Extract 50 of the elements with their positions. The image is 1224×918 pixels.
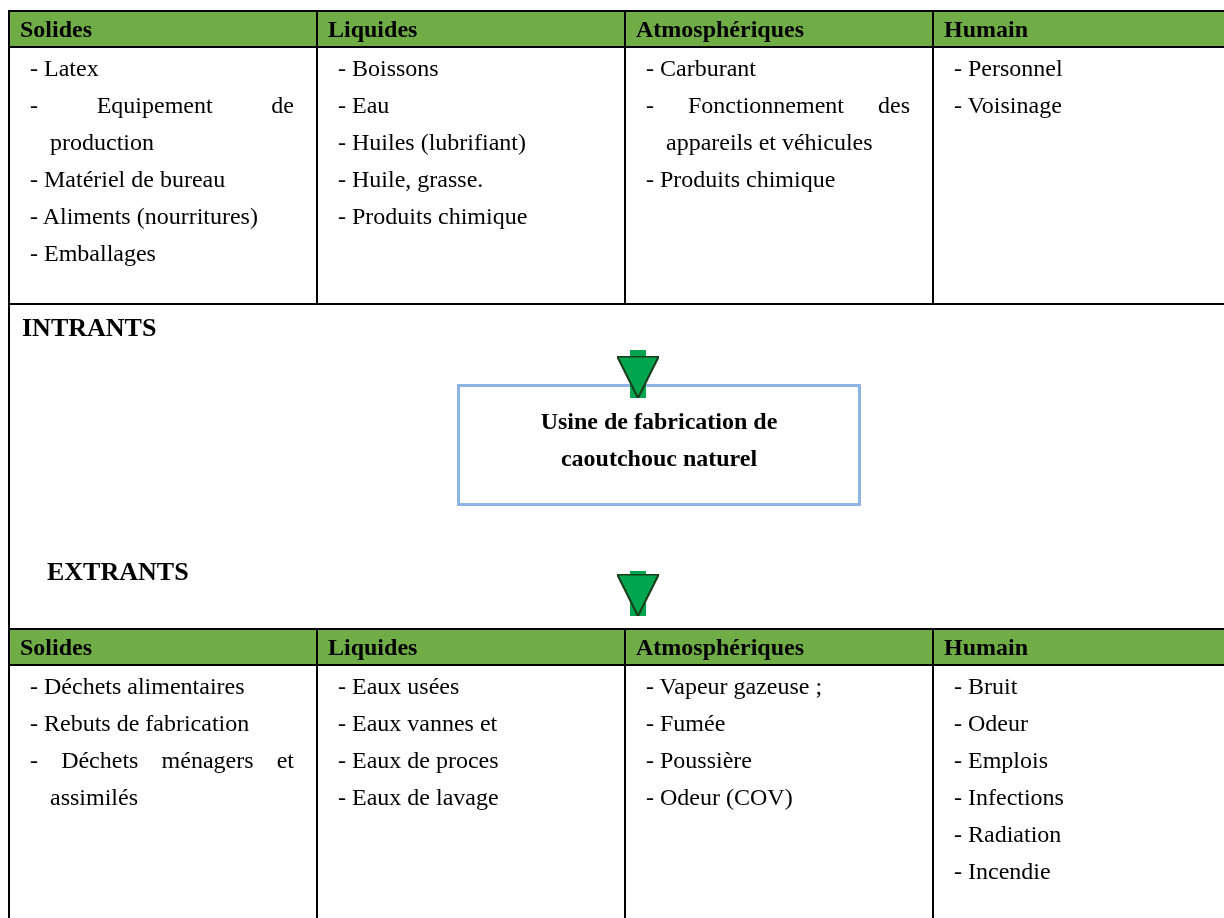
list-item: - Emballages bbox=[29, 239, 157, 268]
list-item: - Huile, grasse. bbox=[337, 165, 485, 194]
column-header: Solides bbox=[10, 12, 316, 48]
table-column bbox=[316, 10, 626, 305]
list-item: - Incendie bbox=[953, 857, 1052, 886]
list-item: - Boissons bbox=[337, 54, 440, 83]
list-item: - Déchets ménagers et assimilés bbox=[29, 746, 295, 812]
block-arrow bbox=[616, 571, 660, 618]
list-item: - Emplois bbox=[953, 746, 1049, 775]
list-item: - Carburant bbox=[645, 54, 757, 83]
process-box bbox=[457, 384, 861, 506]
list-item: - Vapeur gazeuse ; bbox=[645, 672, 824, 701]
list-item: - Radiation bbox=[953, 820, 1063, 849]
table-column bbox=[8, 10, 318, 305]
list-item: - Eaux vannes et bbox=[337, 709, 499, 738]
column-header: Solides bbox=[10, 630, 316, 666]
list-item: - Déchets alimentaires bbox=[29, 672, 246, 701]
list-item: - Eaux de proces bbox=[337, 746, 500, 775]
list-item: - Fonctionnement des appareils et véhicules bbox=[645, 91, 911, 157]
list-item: - Huiles (lubrifiant) bbox=[337, 128, 527, 157]
section-heading: EXTRANTS bbox=[47, 556, 189, 588]
list-item: - Produits chimique bbox=[337, 202, 529, 231]
list-item: - Infections bbox=[953, 783, 1065, 812]
list-item: - Matériel de bureau bbox=[29, 165, 227, 194]
column-header: Atmosphériques bbox=[626, 12, 932, 48]
block-arrow bbox=[616, 350, 660, 400]
list-item: - Rebuts de fabrication bbox=[29, 709, 251, 738]
list-item: - Poussière bbox=[645, 746, 753, 775]
column-header: Humain bbox=[934, 12, 1224, 48]
section-heading: INTRANTS bbox=[22, 312, 157, 344]
list-item: - Eaux usées bbox=[337, 672, 461, 701]
list-item: - Personnel bbox=[953, 54, 1064, 83]
column-header: Atmosphériques bbox=[626, 630, 932, 666]
table-column bbox=[624, 10, 934, 305]
list-item: - Odeur bbox=[953, 709, 1029, 738]
column-header: Humain bbox=[934, 630, 1224, 666]
list-item: - Fumée bbox=[645, 709, 727, 738]
list-item: - Produits chimique bbox=[645, 165, 837, 194]
list-item: - Bruit bbox=[953, 672, 1019, 701]
list-item: - Aliments (nourritures) bbox=[29, 202, 259, 231]
column-header: Liquides bbox=[318, 12, 624, 48]
list-item: - Eau bbox=[337, 91, 391, 120]
list-item: - Eaux de lavage bbox=[337, 783, 500, 812]
list-item: - Latex bbox=[29, 54, 100, 83]
column-header: Liquides bbox=[318, 630, 624, 666]
list-item: - Voisinage bbox=[953, 91, 1063, 120]
table-column bbox=[932, 10, 1224, 305]
process-label: Usine de fabrication de caoutchouc naturel bbox=[539, 407, 779, 473]
list-item: - Equipement de production bbox=[29, 91, 295, 157]
list-item: - Odeur (COV) bbox=[645, 783, 794, 812]
